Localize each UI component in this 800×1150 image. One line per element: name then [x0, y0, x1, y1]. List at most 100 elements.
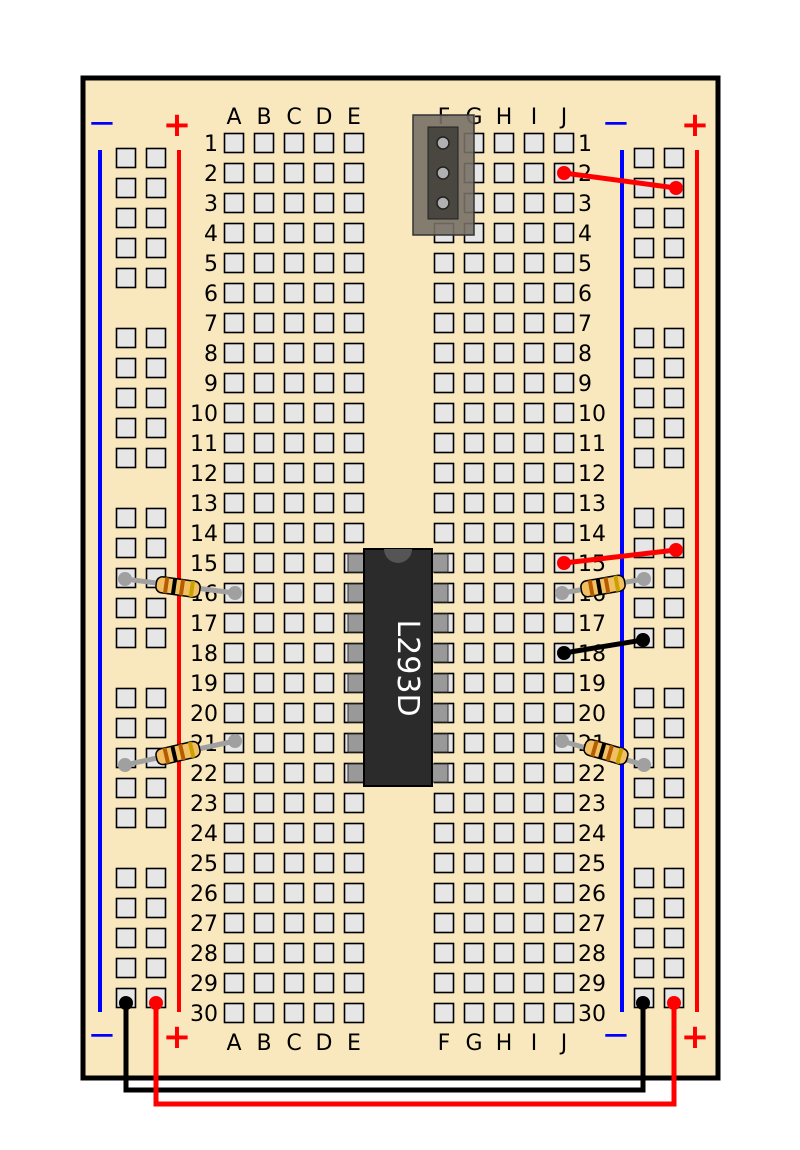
rail-hole-right-1 [663, 507, 685, 529]
hole-I2 [523, 162, 545, 184]
hole-B11 [253, 432, 275, 454]
rail-hole-right-0 [633, 687, 655, 709]
rail-hole-left-0 [115, 147, 137, 169]
hole-A28 [223, 942, 245, 964]
rail-hole-right-1 [663, 147, 685, 169]
hole-E24 [343, 822, 365, 844]
col-label-bottom-J: J [559, 1031, 568, 1056]
row-label-left-18: 18 [190, 642, 218, 667]
rail-hole-right-0 [633, 147, 655, 169]
row-label-right-17: 17 [578, 612, 606, 637]
row-label-left-2: 2 [204, 162, 218, 187]
hole-C4 [283, 222, 305, 244]
row-label-left-6: 6 [204, 282, 218, 307]
hole-C24 [283, 822, 305, 844]
hole-E10 [343, 402, 365, 424]
hole-A11 [223, 432, 245, 454]
hole-J17 [553, 612, 575, 634]
row-label-right-1: 1 [578, 132, 592, 157]
row-label-right-20: 20 [578, 702, 606, 727]
regulator-pin-1 [436, 136, 450, 150]
hole-I24 [523, 822, 545, 844]
hole-C3 [283, 192, 305, 214]
hole-H22 [493, 762, 515, 784]
hole-B5 [253, 252, 275, 274]
hole-B4 [253, 222, 275, 244]
hole-J8 [553, 342, 575, 364]
row-label-left-5: 5 [204, 252, 218, 277]
resistor-left-upper [118, 572, 242, 600]
rail-hole-right-0 [633, 597, 655, 619]
rail-hole-right-0 [633, 237, 655, 259]
row-label-left-7: 7 [204, 312, 218, 337]
wire-red-power-bridge [149, 996, 681, 1107]
hole-I5 [523, 252, 545, 274]
hole-H14 [493, 522, 515, 544]
row-label-left-25: 25 [190, 852, 218, 877]
regulator-pin-3 [436, 196, 450, 210]
hole-B16 [253, 582, 275, 604]
hole-A20 [223, 702, 245, 724]
rail-hole-left-0 [115, 807, 137, 829]
left-top-minus-sign: − [88, 103, 117, 143]
hole-C29 [283, 972, 305, 994]
hole-B3 [253, 192, 275, 214]
hole-B7 [253, 312, 275, 334]
row-label-right-25: 25 [578, 852, 606, 877]
row-label-right-4: 4 [578, 222, 592, 247]
hole-E29 [343, 972, 365, 994]
hole-E25 [343, 852, 365, 874]
hole-J11 [553, 432, 575, 454]
hole-C8 [283, 342, 305, 364]
resistor-right-upper [555, 572, 651, 600]
col-label-top-H: H [496, 105, 513, 130]
hole-G7 [463, 312, 485, 334]
hole-C10 [283, 402, 305, 424]
rail-hole-right-1 [663, 867, 685, 889]
hole-G14 [463, 522, 485, 544]
hole-A18 [223, 642, 245, 664]
hole-H30 [493, 1002, 515, 1024]
chip-notch [384, 549, 412, 563]
hole-I26 [523, 882, 545, 904]
hole-A2 [223, 162, 245, 184]
rail-hole-left-1 [145, 687, 167, 709]
rail-hole-left-1 [145, 387, 167, 409]
row-label-left-15: 15 [190, 552, 218, 577]
hole-D29 [313, 972, 335, 994]
hole-D9 [313, 372, 335, 394]
hole-J12 [553, 462, 575, 484]
row-label-left-14: 14 [190, 522, 218, 547]
row-label-right-13: 13 [578, 492, 606, 517]
rail-hole-left-0 [115, 777, 137, 799]
hole-D24 [313, 822, 335, 844]
hole-I29 [523, 972, 545, 994]
hole-A9 [223, 372, 245, 394]
hole-J28 [553, 942, 575, 964]
rail-hole-right-0 [633, 417, 655, 439]
hole-H19 [493, 672, 515, 694]
hole-J1 [553, 132, 575, 154]
chip-pin-left-7 [347, 733, 365, 753]
hole-I19 [523, 672, 545, 694]
hole-F5 [433, 252, 455, 274]
rail-hole-left-0 [115, 357, 137, 379]
row-label-left-3: 3 [204, 192, 218, 217]
chip-pin-right-1 [431, 553, 449, 573]
hole-B30 [253, 1002, 275, 1024]
row-label-right-27: 27 [578, 912, 606, 937]
rail-hole-right-0 [633, 927, 655, 949]
hole-C9 [283, 372, 305, 394]
rail-hole-left-0 [115, 507, 137, 529]
wire-black-row18 [557, 633, 650, 660]
hole-A29 [223, 972, 245, 994]
rail-hole-left-0 [115, 237, 137, 259]
hole-J26 [553, 882, 575, 904]
hole-F27 [433, 912, 455, 934]
hole-B10 [253, 402, 275, 424]
resistor-left-lower [118, 734, 242, 772]
row-label-left-8: 8 [204, 342, 218, 367]
rail-hole-left-1 [145, 927, 167, 949]
hole-B14 [253, 522, 275, 544]
chip-pin-right-7 [431, 733, 449, 753]
